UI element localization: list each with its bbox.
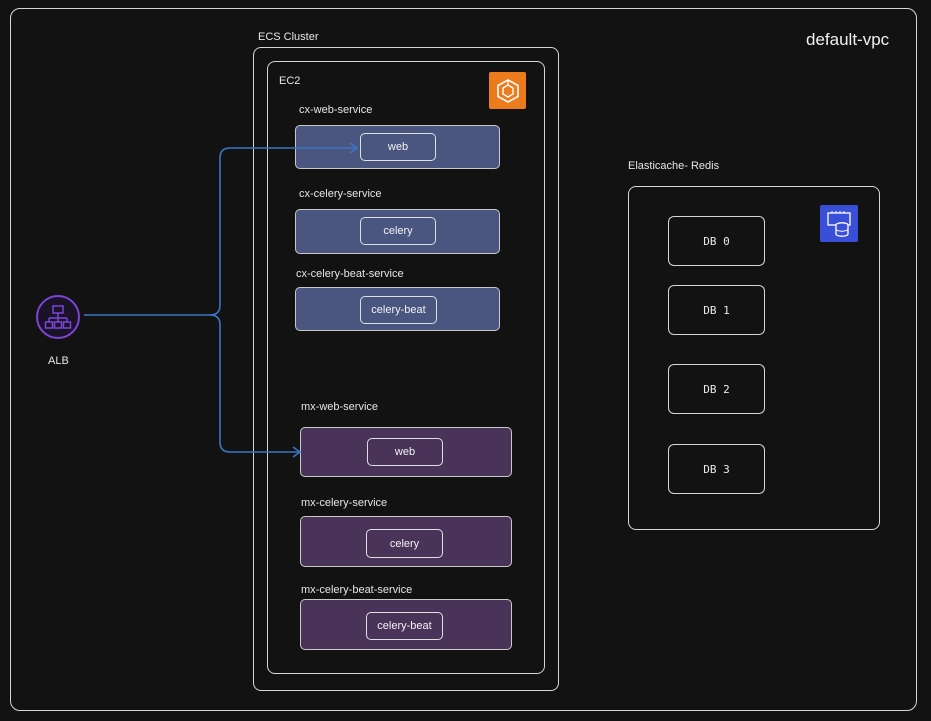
cx-celery-service-box: celery [295,209,500,254]
load-balancer-icon [35,294,81,340]
db-box: DB 3 [668,444,765,494]
container-web: web [367,438,443,466]
service-label: cx-web-service [299,104,373,116]
service-label: cx-celery-beat-service [296,268,404,280]
mx-web-service-box: web [300,427,512,477]
ec2-title: EC2 [279,75,301,87]
service-label: cx-celery-service [299,188,382,200]
service-label: mx-celery-beat-service [301,584,413,596]
container-web: web [360,133,436,161]
vpc-title: default-vpc [806,30,890,49]
container-celery: celery [360,217,436,245]
service-label: mx-celery-service [301,497,388,509]
container-celery-beat: celery-beat [366,612,443,640]
db-box: DB 2 [668,364,765,414]
mx-celery-beat-service-box: celery-beat [300,599,512,650]
db-box: DB 0 [668,216,765,266]
service-label: mx-web-service [301,401,379,413]
container-celery: celery [366,529,443,558]
redis-boundary [628,186,880,530]
cx-web-service-box: web [295,125,500,169]
elasticache-redis-icon [820,205,858,242]
alb-label: ALB [48,355,69,367]
container-celery-beat: celery-beat [360,296,437,324]
redis-title: Elasticache- Redis [628,160,720,172]
cx-celery-beat-service-box: celery-beat [295,287,500,331]
vpc-boundary [10,8,917,711]
ecs-cluster-title: ECS Cluster [258,31,319,43]
db-box: DB 1 [668,285,765,335]
mx-celery-service-box: celery [300,516,512,567]
ecs-icon [489,72,526,109]
